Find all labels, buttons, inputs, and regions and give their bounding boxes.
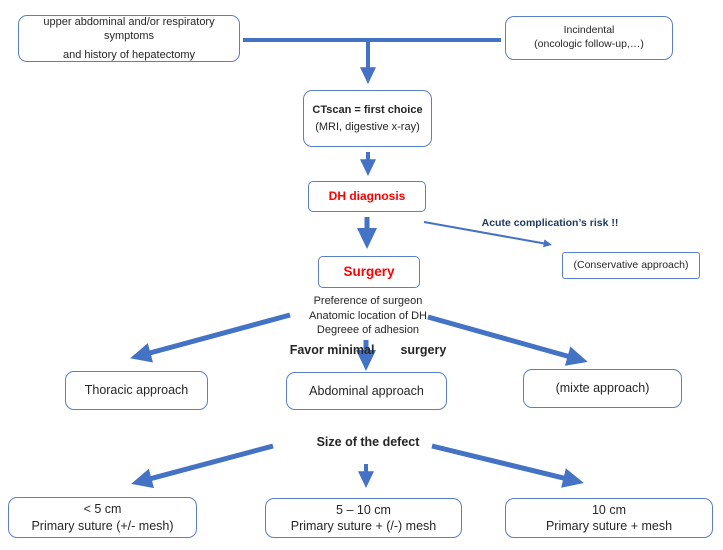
arrow-size-to-small-icon (131, 443, 274, 489)
criteria-text: Preference of surgeon Anatomic location … (248, 294, 488, 338)
node-surgery: Surgery (318, 256, 420, 288)
node-mixte-approach: (mixte approach) (523, 369, 682, 408)
node-ctscan: CTscan = first choice (MRI, digestive x-… (303, 90, 432, 147)
risk-note-label: Acute complication’s risk !! (481, 217, 619, 229)
node-conservative-label: (Conservative approach) (573, 258, 689, 271)
node-incidental: Incindental (oncologic follow-up,…) (505, 16, 673, 60)
criteria-line2: Anatomic location of DH (309, 309, 427, 322)
node-ctscan-line1: CTscan = first choice (312, 103, 423, 116)
node-small-defect-line1: < 5 cm (83, 502, 122, 517)
node-abdominal-label: Abdominal approach (309, 383, 424, 398)
criteria-line3: Degreee of adhesion (316, 324, 420, 336)
node-large-defect-line2: Primary suture + mesh (545, 519, 673, 533)
arrow-surgery-to-mixte-icon (427, 314, 588, 366)
node-thoracic-label: Thoracic approach (84, 383, 189, 398)
arrow-surgery-to-thoracic-icon (130, 312, 291, 363)
node-mixte-label: (mixte approach) (555, 381, 650, 396)
node-medium-defect-line1: 5 – 10 cm (336, 502, 391, 517)
node-symptoms-line1: upper abdominal and/or respiratory (43, 16, 215, 29)
arrow-size-to-large-icon (431, 443, 584, 488)
node-dh-diagnosis: DH diagnosis (308, 181, 426, 212)
node-medium-defect-line2: Primary suture + (/-) mesh (290, 519, 437, 533)
arrow-dh-to-conservative-icon (423, 221, 552, 248)
node-symptoms: upper abdominal and/or respiratory sympt… (18, 15, 240, 62)
node-small-defect-line2: Primary suture (+/- mesh) (31, 518, 174, 533)
size-of-defect-label: Size of the defect (316, 435, 420, 449)
node-symptoms-line2: symptoms (103, 30, 155, 43)
favor-minimal-surgery-label: Favor minimal surgery (248, 343, 488, 357)
node-incidental-line1: Incindental (563, 24, 615, 37)
node-incidental-line2: (oncologic follow-up,…) (534, 38, 644, 50)
node-medium-defect: 5 – 10 cm Primary suture + (/-) mesh (265, 498, 462, 538)
node-ctscan-line2: (MRI, digestive x-ray) (315, 121, 420, 133)
node-large-defect: 10 cm Primary suture + mesh (505, 498, 713, 538)
node-symptoms-line3: and history of hepatectomy (62, 48, 196, 61)
node-abdominal-approach: Abdominal approach (286, 372, 447, 410)
node-small-defect: < 5 cm Primary suture (+/- mesh) (8, 497, 197, 538)
favor-minimal-left: Favor minimal (289, 343, 375, 357)
node-dh-diagnosis-label: DH diagnosis (328, 188, 406, 203)
favor-minimal-right: surgery (400, 343, 447, 357)
node-conservative: (Conservative approach) (562, 252, 700, 279)
node-thoracic-approach: Thoracic approach (65, 371, 208, 410)
node-large-defect-line1: 10 cm (591, 502, 627, 517)
node-surgery-label: Surgery (343, 264, 395, 280)
criteria-line1: Preference of surgeon (313, 295, 423, 307)
